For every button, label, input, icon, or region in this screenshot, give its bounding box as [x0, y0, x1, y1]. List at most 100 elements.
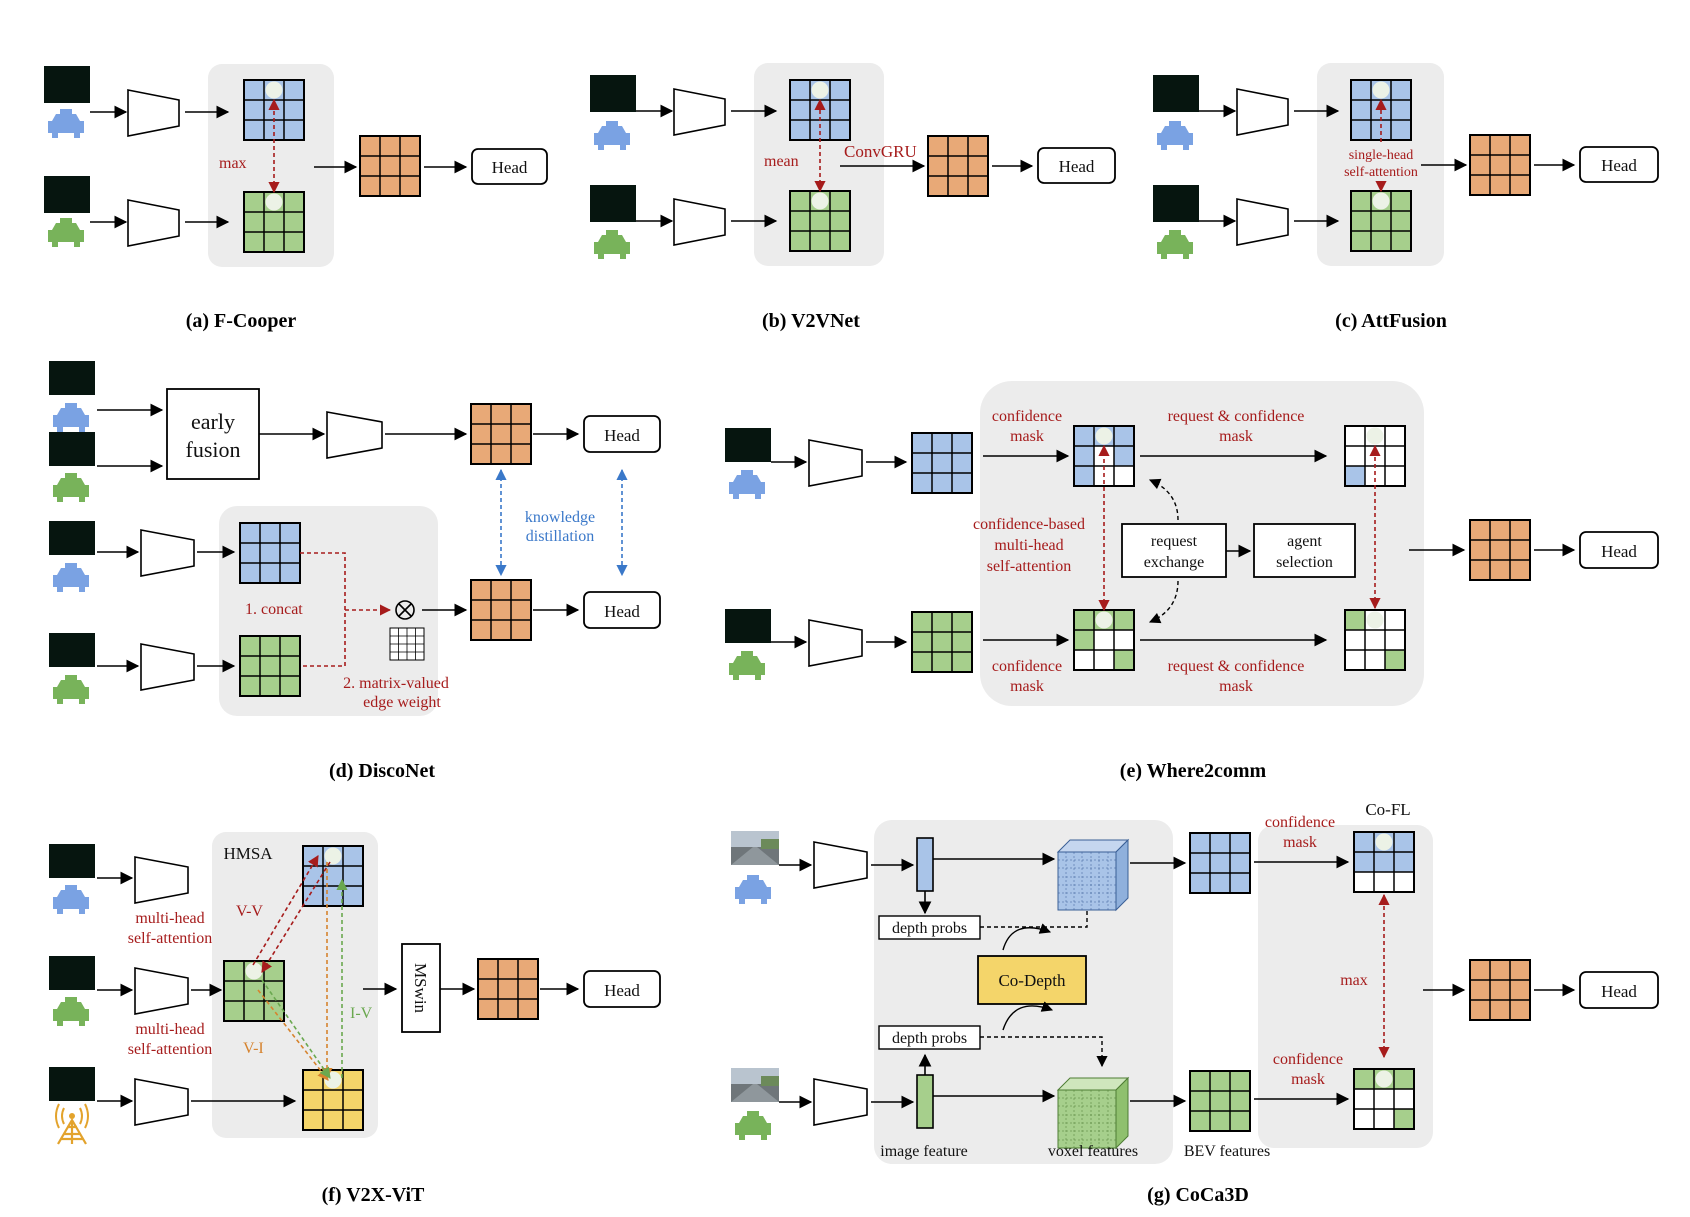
- feature-grid-icon: [911, 611, 973, 673]
- max-label: max: [219, 155, 247, 172]
- feature-grid-icon: [239, 522, 301, 584]
- confidence-label: confidence: [992, 408, 1062, 425]
- encoder-trapezoid-icon: [808, 619, 863, 667]
- feature-grid-icon: [1469, 519, 1531, 581]
- encoder-trapezoid-icon: [127, 89, 180, 137]
- mswin-label: MSwin: [411, 963, 430, 1014]
- request-conf-label: request & confidence: [1168, 658, 1305, 675]
- mean-label: mean: [764, 153, 799, 170]
- iv-dashed-arrow: [261, 979, 331, 1079]
- car-icon: [53, 885, 89, 914]
- curved-arrow: [1002, 1001, 1054, 1031]
- lidar-pointcloud-icon: [49, 361, 95, 395]
- early-label: early: [191, 409, 235, 434]
- depth-probs-label: depth probs: [892, 1030, 967, 1047]
- section-b: mean ConvGRU Head (b) V2VNet: [590, 75, 1116, 332]
- camera-image-icon: [731, 831, 779, 865]
- head-label: Head: [1601, 982, 1637, 1001]
- encoder-trapezoid-icon: [134, 856, 189, 904]
- request-conf-label: request & confidence: [1168, 408, 1305, 425]
- co-fl-label: Co-FL: [1365, 800, 1410, 819]
- panel-f-fusion-bg: [212, 832, 378, 1138]
- lidar-pointcloud-icon: [49, 844, 95, 878]
- head-box: [471, 148, 548, 185]
- head-box: [1579, 971, 1659, 1009]
- iv-label: I-V: [350, 1005, 373, 1022]
- encoder-trapezoid-icon: [134, 1078, 189, 1126]
- head-box: [1579, 146, 1659, 183]
- masked-grid-icon: [1344, 425, 1406, 487]
- lidar-pointcloud-icon: [1153, 75, 1199, 112]
- vv-dashed-arrow: [261, 861, 331, 973]
- car-icon: [1157, 121, 1193, 150]
- encoder-trapezoid-icon: [673, 88, 726, 136]
- mh-label: self-attention: [128, 930, 212, 947]
- feature-grid-icon: [470, 403, 532, 465]
- vi-dashed-arrow: [257, 989, 329, 1081]
- section-e: confidence mask confidence mask confiden…: [725, 408, 1659, 782]
- lidar-pointcloud-icon: [725, 428, 771, 462]
- edge-weight-grid: [389, 627, 425, 661]
- camera-image-icon: [731, 1068, 779, 1102]
- car-icon: [729, 470, 765, 499]
- feature-grid-icon: [789, 190, 851, 252]
- mh-label: self-attention: [128, 1041, 212, 1058]
- caption-d: (d) DiscoNet: [329, 760, 435, 782]
- exchange-label: exchange: [1144, 554, 1204, 571]
- depth-probs-label: depth probs: [892, 920, 967, 937]
- car-icon: [48, 218, 84, 247]
- confidence-label: confidence: [1273, 1051, 1343, 1068]
- mask-label: mask: [1283, 834, 1317, 851]
- car-icon: [53, 675, 89, 704]
- cell-tower-icon: [55, 1103, 89, 1145]
- section-a: max Head (a) F-Cooper: [44, 66, 548, 332]
- mh-label: multi-head: [135, 1021, 204, 1038]
- car-icon: [594, 121, 630, 150]
- head-box: [583, 970, 661, 1008]
- matrix-valued-label: 2. matrix-valued: [343, 675, 449, 692]
- feature-grid-icon: [1189, 1070, 1251, 1132]
- feature-grid-icon: [359, 135, 421, 197]
- encoder-trapezoid-icon: [813, 1078, 868, 1126]
- lidar-pointcloud-icon: [44, 66, 90, 103]
- selection-label: selection: [1276, 554, 1333, 571]
- feature-grid-icon: [911, 432, 973, 494]
- masked-grid-icon: [1073, 609, 1135, 671]
- hmsa-label: HMSA: [223, 844, 273, 863]
- confidence-label: confidence: [992, 658, 1062, 675]
- feature-grid-icon: [1469, 959, 1531, 1021]
- single-head-label: single-head: [1349, 148, 1414, 163]
- encoder-trapezoid-icon: [813, 841, 868, 889]
- mask-label: mask: [1010, 428, 1044, 445]
- head-label: Head: [1601, 542, 1637, 561]
- feature-grid-icon: [1189, 832, 1251, 894]
- feature-grid-icon: [223, 960, 285, 1022]
- encoder-trapezoid-icon: [1236, 198, 1289, 246]
- co-depth-label: Co-Depth: [998, 971, 1066, 990]
- car-icon: [1157, 230, 1193, 259]
- feature-grid-icon: [243, 191, 305, 253]
- car-icon: [729, 651, 765, 680]
- concat-label: 1. concat: [245, 601, 303, 618]
- head-label: Head: [492, 158, 528, 177]
- head-label: Head: [604, 602, 640, 621]
- cb-attn-label: multi-head: [994, 537, 1063, 554]
- lidar-pointcloud-icon: [725, 609, 771, 643]
- lidar-pointcloud-icon: [590, 75, 636, 112]
- agent-label: agent: [1287, 533, 1322, 550]
- encoder-trapezoid-icon: [808, 439, 863, 487]
- mask-label: mask: [1291, 1071, 1325, 1088]
- feature-grid-icon: [477, 958, 539, 1020]
- car-icon: [53, 473, 89, 502]
- encoder-trapezoid-icon: [140, 643, 195, 691]
- head-box: [583, 415, 661, 453]
- caption-f: (f) V2X-ViT: [322, 1184, 425, 1206]
- edge-weight-label: edge weight: [363, 694, 441, 711]
- masked-grid-icon: [1344, 609, 1406, 671]
- agent-selection-box: [1253, 523, 1356, 578]
- caption-b: (b) V2VNet: [762, 310, 860, 332]
- distillation-label: distillation: [526, 528, 594, 545]
- section-c: single-head self-attention Head (c) AttF…: [1153, 75, 1659, 332]
- feature-grid-icon: [239, 635, 301, 697]
- otimes-icon: [395, 600, 415, 620]
